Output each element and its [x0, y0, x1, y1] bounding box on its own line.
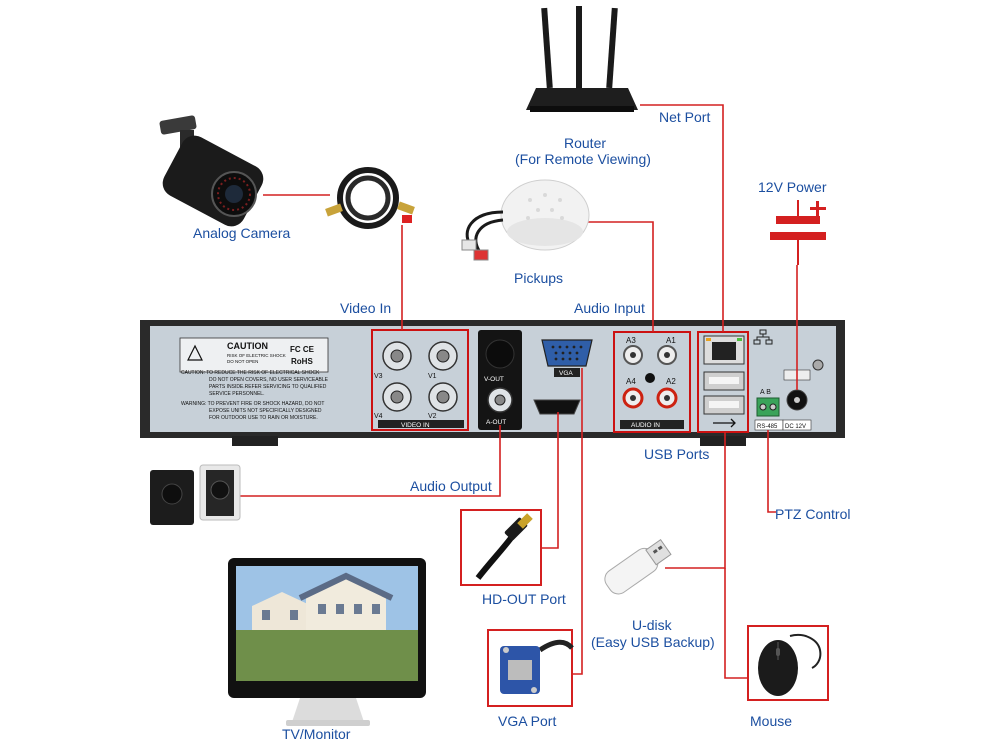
audio-in-block: A3 A1 A4 A2 AUDIO IN — [613, 331, 691, 433]
rs485-terminal[interactable] — [756, 397, 780, 417]
line-vga — [572, 368, 583, 675]
label-hd-out-port: HD-OUT Port — [482, 591, 566, 607]
vout-port[interactable] — [485, 339, 515, 369]
usb-icon — [713, 418, 736, 428]
usb-disk-image — [604, 538, 672, 595]
label-tv-monitor: TV/Monitor — [282, 726, 351, 742]
caution-sub-2: DO NOT OPEN — [227, 359, 258, 364]
warning-line-4: SERVICE PERSONNEL. — [209, 391, 264, 397]
plus-icon-v — [816, 201, 819, 216]
audio-in-highlight — [613, 331, 691, 433]
vga-cable-image — [487, 629, 574, 707]
dvr-foot-left — [232, 436, 278, 446]
speakers-image — [150, 464, 241, 525]
port-label-v2: V2 — [428, 413, 437, 420]
label-12v-power: 12V Power — [758, 179, 827, 195]
line-net-port — [640, 104, 724, 332]
line-mouse — [724, 568, 748, 679]
warning-line-1: CAUTION: TO REDUCE THE RISK OF ELECTRICA… — [181, 370, 320, 376]
label-router-sub: (For Remote Viewing) — [515, 151, 651, 167]
warning-line-2: DO NOT OPEN COVERS, NO USER SERVICEABLE — [209, 377, 329, 383]
port-label-a4: A4 — [626, 377, 636, 386]
label-audio-input: Audio Input — [574, 300, 645, 316]
port-label-a1: A1 — [666, 336, 676, 345]
vout-label: V-OUT — [484, 376, 504, 383]
label-usb-ports: USB Ports — [644, 446, 709, 462]
label-analog-camera: Analog Camera — [193, 225, 290, 241]
port-label-v4: V4 — [374, 413, 383, 420]
router-image — [526, 6, 638, 112]
audio-in-tag-text: AUDIO IN — [631, 422, 660, 429]
label-video-in: Video In — [340, 300, 391, 316]
audio-center-hole — [645, 373, 655, 383]
dvr-rear-panel: CAUTION RISK OF ELECTRIC SHOCK DO NOT OP… — [140, 320, 845, 446]
warning-line-6: EXPOSE UNITS NOT SPECIFICALLY DESIGNED — [209, 408, 322, 414]
label-audio-output: Audio Output — [410, 478, 492, 494]
rs485-label: RS-485 — [757, 424, 778, 430]
dvr-foot-right — [700, 436, 746, 446]
label-mouse: Mouse — [750, 713, 792, 729]
label-router: Router — [564, 135, 606, 151]
label-u-disk: U-disk — [632, 617, 673, 633]
warning-line-3: PARTS INSIDE.REFER SERVICING TO QUALIFIE… — [209, 384, 327, 390]
caution-label: CAUTION RISK OF ELECTRIC SHOCK DO NOT OP… — [179, 337, 329, 421]
label-vga-port: VGA Port — [498, 713, 556, 729]
video-in-block: V3 V1 V4 V2 VIDEO IN — [371, 329, 469, 431]
label-ptz-control: PTZ Control — [775, 506, 850, 522]
vga-tag — [554, 368, 580, 377]
video-in-tag — [378, 420, 464, 428]
label-net-port: Net Port — [659, 109, 710, 125]
dc12v-label: DC 12V — [785, 424, 806, 430]
line-ptz — [767, 430, 776, 513]
caution-title: CAUTION — [227, 341, 268, 351]
connection-lines — [239, 104, 798, 679]
mouse-image — [747, 625, 829, 701]
ground-screw — [812, 359, 824, 371]
tv-monitor-image — [228, 558, 426, 726]
analog-camera-image — [159, 115, 264, 227]
hdmi-port[interactable] — [533, 399, 581, 415]
aout-label: A-OUT — [486, 419, 506, 426]
warning-line-5: WARNING: TO PREVENT FIRE OR SHOCK HAZARD… — [181, 401, 324, 407]
vga-tag-text: VGA — [559, 370, 573, 377]
caution-sub-1: RISK OF ELECTRIC SHOCK — [227, 353, 286, 358]
rohs-mark: RoHS — [291, 357, 313, 366]
hdmi-cable-image — [460, 509, 542, 586]
line-pickups — [588, 221, 654, 332]
video-in-highlight — [371, 329, 469, 431]
port-label-a3: A3 — [626, 336, 636, 345]
pickup-microphone-image — [461, 179, 590, 261]
label-u-disk-sub: (Easy USB Backup) — [591, 634, 715, 650]
vout-aout-block: V-OUT A-OUT — [478, 330, 522, 430]
line-hdmi — [540, 412, 559, 549]
warning-triangle-icon — [187, 344, 203, 361]
vga-hdmi-block: VGA — [533, 339, 593, 415]
power-symbol-icon — [770, 200, 826, 265]
port-label-v3: V3 — [374, 373, 383, 380]
warning-line-7: FOR OUTDOOR USE TO RAIN OR MOISTURE. — [209, 415, 318, 421]
net-usb-block — [697, 331, 749, 433]
fc-ce-mark: FC CE — [290, 345, 315, 354]
video-cable-image — [325, 167, 415, 229]
port-label-a2: A2 — [666, 377, 676, 386]
line-audio-output — [239, 425, 501, 497]
port-label-v1: V1 — [428, 373, 437, 380]
rs485-ab-label: A B — [760, 389, 771, 396]
audio-in-tag — [620, 420, 684, 429]
video-in-tag-text: VIDEO IN — [401, 422, 430, 429]
network-icon — [753, 329, 773, 345]
label-pickups: Pickups — [514, 270, 563, 286]
vga-port[interactable] — [541, 339, 593, 367]
